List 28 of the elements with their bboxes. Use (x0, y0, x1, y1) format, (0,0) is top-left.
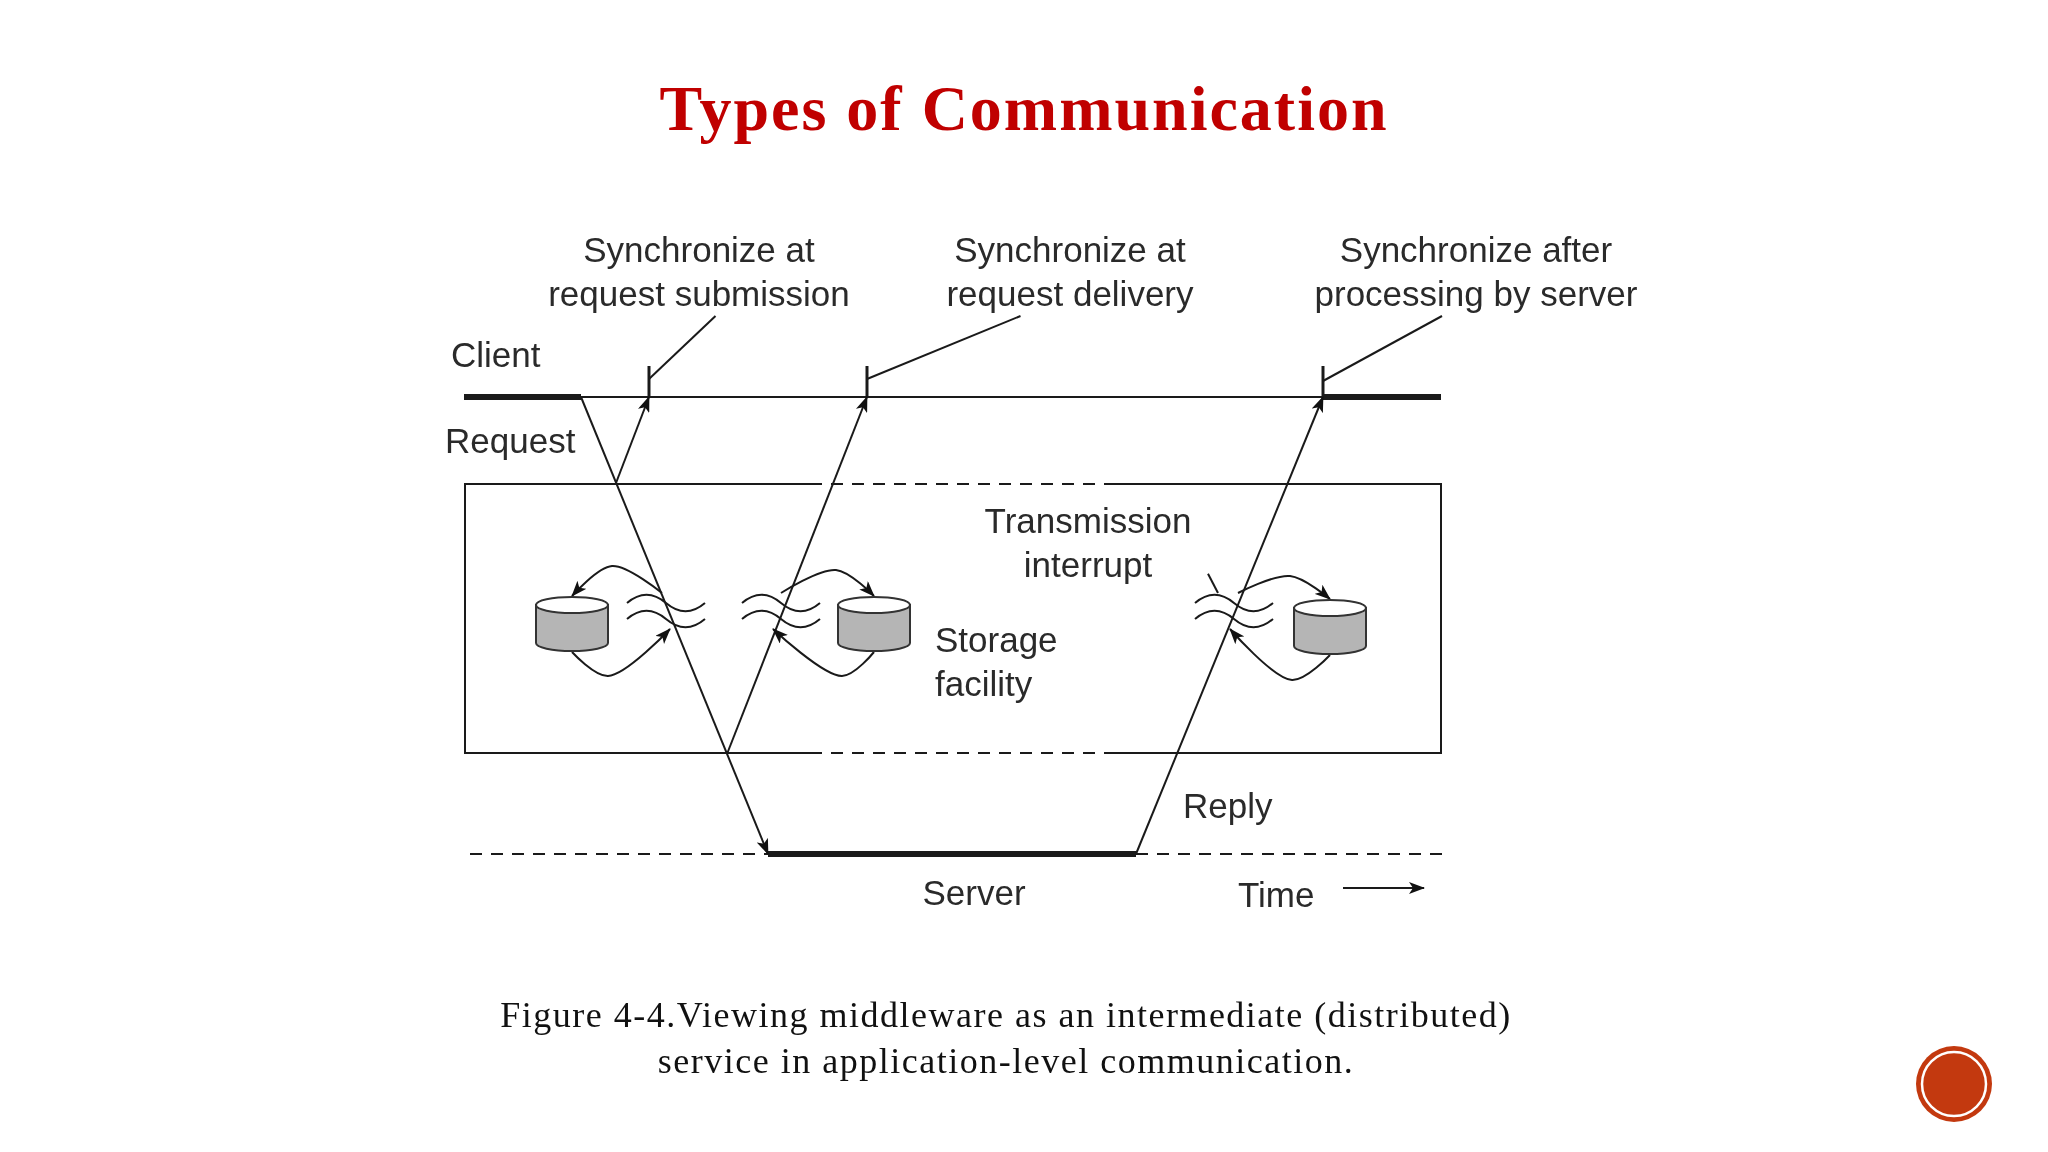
curved-arrow (1237, 575, 1331, 600)
curved-arrow (571, 565, 663, 597)
leader-line (1207, 572, 1219, 594)
message-label: Reply (1183, 785, 1273, 827)
storage-cylinder-icon (535, 596, 609, 652)
axis-label: Time (1238, 874, 1315, 916)
interrupt-wave-icon (1194, 593, 1274, 629)
leader-line (866, 315, 1022, 380)
annotation-label: Transmission interrupt (968, 499, 1208, 587)
timeline-label: Client (451, 334, 541, 376)
storage-label: Storage facility (935, 619, 1059, 705)
slide-title: Types of Communication (658, 72, 1390, 146)
leader-line (1322, 315, 1443, 382)
curved-arrow (780, 569, 875, 597)
annotation-label: Synchronize after processing by server (1276, 228, 1676, 316)
figure-caption: Figure 4-4.Viewing middleware as an intermediate (distributed) service in application-level communication. (499, 994, 1513, 1083)
annotation-label: Synchronize at request submission (534, 228, 864, 316)
curved-arrow (1229, 628, 1331, 681)
storage-cylinder-icon (837, 596, 911, 652)
curved-arrow (772, 628, 875, 677)
message-label: Request (445, 420, 576, 462)
timeline-label: Server (921, 872, 1027, 914)
curved-arrow (571, 628, 671, 677)
interrupt-wave-icon (741, 593, 821, 629)
storage-cylinder-icon (1293, 599, 1367, 655)
annotation-label: Synchronize at request delivery (905, 228, 1235, 316)
interrupt-wave-icon (626, 593, 706, 629)
leader-line (648, 315, 717, 380)
